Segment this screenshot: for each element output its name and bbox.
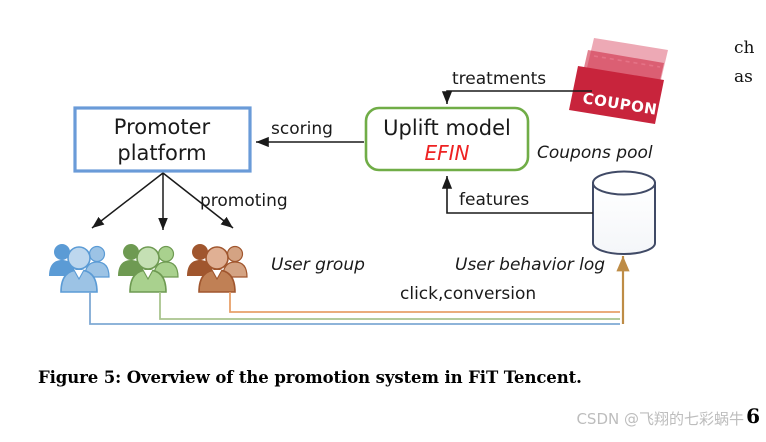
- green-user-group-icon: [118, 244, 179, 293]
- click-conversion-label: click,conversion: [400, 284, 536, 304]
- promoter-platform-label-line1: Promoter: [114, 115, 211, 139]
- coupons-pool-label: Coupons pool: [537, 143, 653, 163]
- blue-user-group-icon: [49, 244, 110, 293]
- uplift-model-label: Uplift model: [383, 116, 511, 140]
- promoting-label: promoting: [200, 191, 288, 211]
- features-arrow: [441, 176, 593, 214]
- promoting-arrows: [91, 172, 234, 230]
- csdn-watermark: CSDN @飞翔的七彩蜗牛: [576, 410, 744, 428]
- green-feedback-line: [159, 292, 620, 320]
- features-label: features: [459, 190, 529, 210]
- uplift-model-node[interactable]: Uplift model EFIN: [364, 106, 530, 172]
- promoter-platform-node[interactable]: Promoter platform: [73, 106, 252, 173]
- figure-caption: Figure 5: Overview of the promotion syst…: [38, 368, 582, 387]
- cropped-right-text-line1: ch: [734, 38, 755, 58]
- efin-label: EFIN: [425, 141, 470, 165]
- brown-user-group-icon: [187, 244, 248, 293]
- page-number: 6: [746, 404, 760, 428]
- treatments-arrow: [441, 90, 592, 104]
- promoter-platform-label-line2: platform: [117, 141, 206, 165]
- user-behavior-log-label: User behavior log: [455, 255, 605, 275]
- cropped-right-text: ch as: [734, 34, 766, 92]
- orange-feedback-line: [229, 292, 620, 313]
- user-group-label: User group: [271, 255, 365, 275]
- scoring-label: scoring: [271, 119, 333, 139]
- coupon-stack-icon: COUPON: [569, 38, 668, 124]
- database-cylinder-icon: [592, 170, 656, 255]
- treatments-label: treatments: [452, 69, 546, 89]
- blue-feedback-line: [89, 292, 620, 325]
- cropped-right-text-line2: as: [734, 67, 753, 87]
